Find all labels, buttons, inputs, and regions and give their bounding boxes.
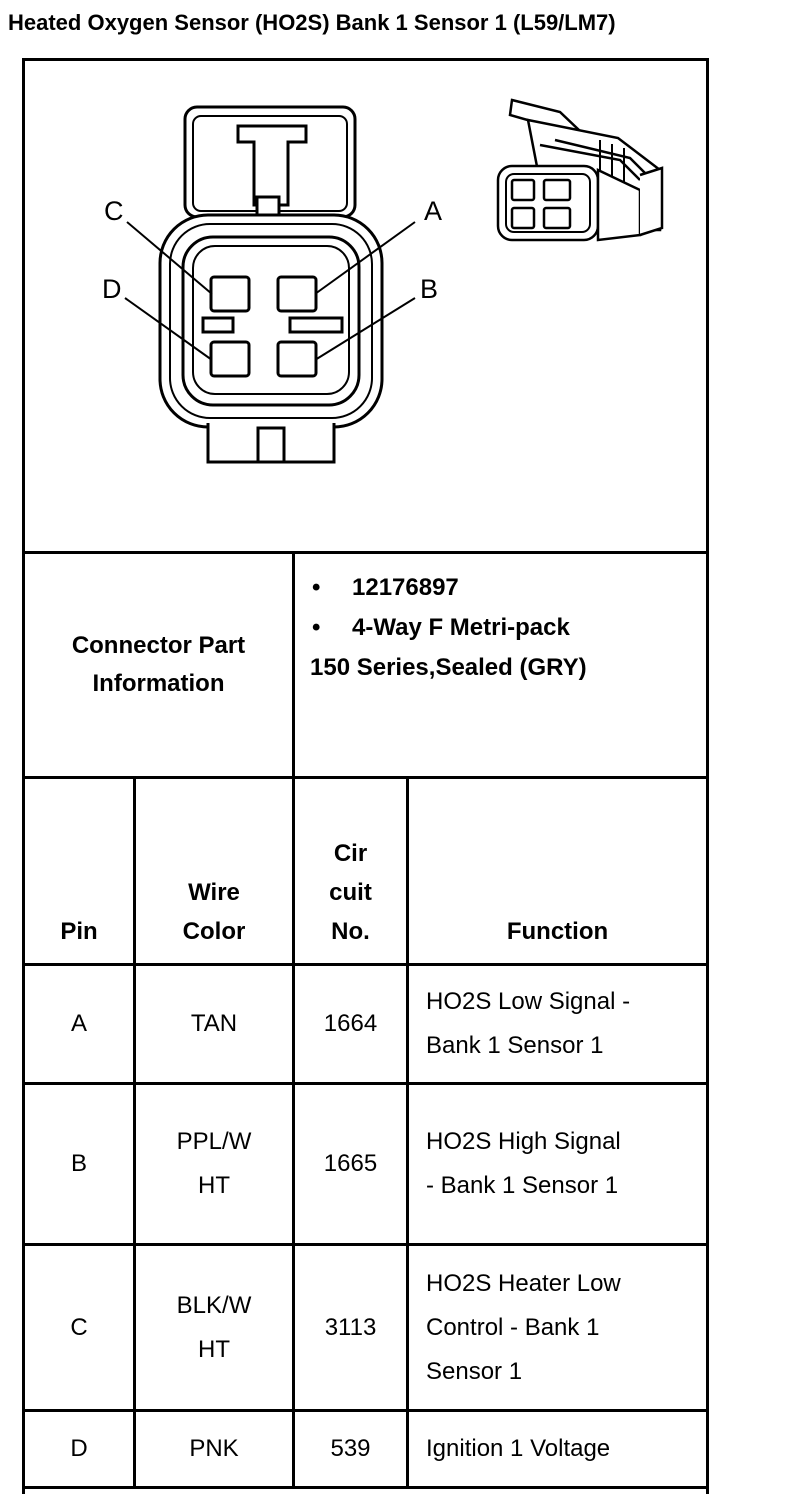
row-d-wire-color: PNK xyxy=(136,1412,292,1486)
header-circuit: Cir cuit No. xyxy=(295,779,406,963)
connector-info-label: Connector Part Information xyxy=(25,554,292,776)
divider-row-c xyxy=(22,1409,709,1412)
row-c-circuit: 3113 xyxy=(295,1246,406,1409)
row-d-circuit-text: 539 xyxy=(330,1435,371,1462)
row-c-function-line2: Control - Bank 1 xyxy=(426,1313,600,1341)
header-function: Function xyxy=(409,779,706,963)
divider-diagram xyxy=(22,551,709,554)
connector-info-list: • 12176897 • 4-Way F Metri-pack 150 Series… xyxy=(310,568,587,688)
pin-label-a: A xyxy=(424,196,442,226)
row-d-function-line1: Ignition 1 Voltage xyxy=(426,1435,611,1462)
header-wire-color-line1: Wire xyxy=(188,879,240,906)
row-a-function: HO2S Low Signal - Bank 1 Sensor 1 xyxy=(409,966,706,1082)
row-d-circuit: 539 xyxy=(295,1412,406,1486)
row-b-pin: B xyxy=(25,1085,133,1243)
row-a-function-line2: Bank 1 Sensor 1 xyxy=(426,1032,604,1059)
col-divider-circuit xyxy=(406,776,409,1489)
row-a-wire-color: TAN xyxy=(136,966,292,1082)
connector-3d-view xyxy=(496,98,664,242)
part-number: 12176897 xyxy=(352,574,459,601)
row-b-wire-color: PPL/W HT xyxy=(136,1085,292,1243)
header-pin: Pin xyxy=(25,779,133,963)
row-c-function-line3: Sensor 1 xyxy=(426,1357,523,1385)
header-wire-color-line2: Color xyxy=(182,918,246,945)
row-b-function-line2: - Bank 1 Sensor 1 xyxy=(426,1172,619,1199)
row-b-circuit: 1665 xyxy=(295,1085,406,1243)
row-c-function-line1: HO2S Heater Low xyxy=(426,1269,621,1297)
row-c-wire-color-line1: BLK/W xyxy=(176,1291,252,1319)
row-b-wire-color-line1: PPL/W xyxy=(176,1128,252,1155)
row-a-wire-color-line1: TAN xyxy=(190,1010,238,1037)
frame-top xyxy=(22,58,709,61)
connector-info-label-text: Connector Part Information xyxy=(71,632,246,697)
header-circuit-line3: No. xyxy=(331,918,370,945)
header-pin-text: Pin xyxy=(60,918,98,945)
row-c-pin: C xyxy=(25,1246,133,1409)
description-item: • 4-Way F Metri-pack xyxy=(310,608,587,648)
row-a-pin-text: A xyxy=(70,1010,87,1037)
row-c-circuit-text: 3113 xyxy=(324,1313,377,1341)
row-d-function: Ignition 1 Voltage xyxy=(409,1412,706,1486)
row-d-wire-color-line1: PNK xyxy=(189,1435,239,1462)
pin-leader-lines xyxy=(124,221,416,361)
row-d-pin-text: D xyxy=(70,1435,88,1462)
header-circuit-line1: Cir xyxy=(333,840,368,867)
divider-header xyxy=(22,963,709,966)
row-a-function-line1: HO2S Low Signal - xyxy=(426,988,631,1015)
row-a-circuit: 1664 xyxy=(295,966,406,1082)
row-c-wire-color: BLK/W HT xyxy=(136,1246,292,1409)
pin-label-b: B xyxy=(420,274,438,304)
col-divider-info xyxy=(292,551,295,1489)
bullet-icon: • xyxy=(312,574,321,601)
description-line2: 150 Series,Sealed (GRY) xyxy=(310,654,587,681)
row-c-wire-color-line2: HT xyxy=(198,1335,230,1363)
frame-bottom xyxy=(22,1486,709,1489)
connector-face-view xyxy=(158,105,384,464)
row-c-pin-text: C xyxy=(70,1313,88,1341)
bullet-icon: • xyxy=(312,614,321,641)
divider-row-a xyxy=(22,1082,709,1085)
description-line1: 4-Way F Metri-pack xyxy=(352,614,570,641)
header-function-text: Function xyxy=(506,918,609,945)
pin-label-d: D xyxy=(102,274,122,304)
pin-label-c: C xyxy=(104,196,124,226)
divider-row-b xyxy=(22,1243,709,1246)
row-a-pin: A xyxy=(25,966,133,1082)
header-circuit-line2: cuit xyxy=(329,879,372,906)
divider-info xyxy=(22,776,709,779)
row-a-circuit-text: 1664 xyxy=(323,1010,378,1037)
col-divider-pin xyxy=(133,776,136,1489)
header-wire-color: Wire Color xyxy=(136,779,292,963)
row-b-circuit-text: 1665 xyxy=(323,1150,378,1177)
row-b-function-line1: HO2S High Signal xyxy=(426,1128,621,1155)
connector-diagram: A B C D xyxy=(102,98,664,464)
page-title: Heated Oxygen Sensor (HO2S) Bank 1 Senso… xyxy=(8,10,616,35)
row-b-pin-text: B xyxy=(70,1150,87,1177)
row-b-wire-color-line2: HT xyxy=(198,1172,230,1199)
part-number-item: • 12176897 xyxy=(310,568,587,608)
row-d-pin: D xyxy=(25,1412,133,1486)
row-c-function: HO2S Heater Low Control - Bank 1 Sensor … xyxy=(409,1246,706,1409)
row-b-function: HO2S High Signal - Bank 1 Sensor 1 xyxy=(409,1085,706,1243)
